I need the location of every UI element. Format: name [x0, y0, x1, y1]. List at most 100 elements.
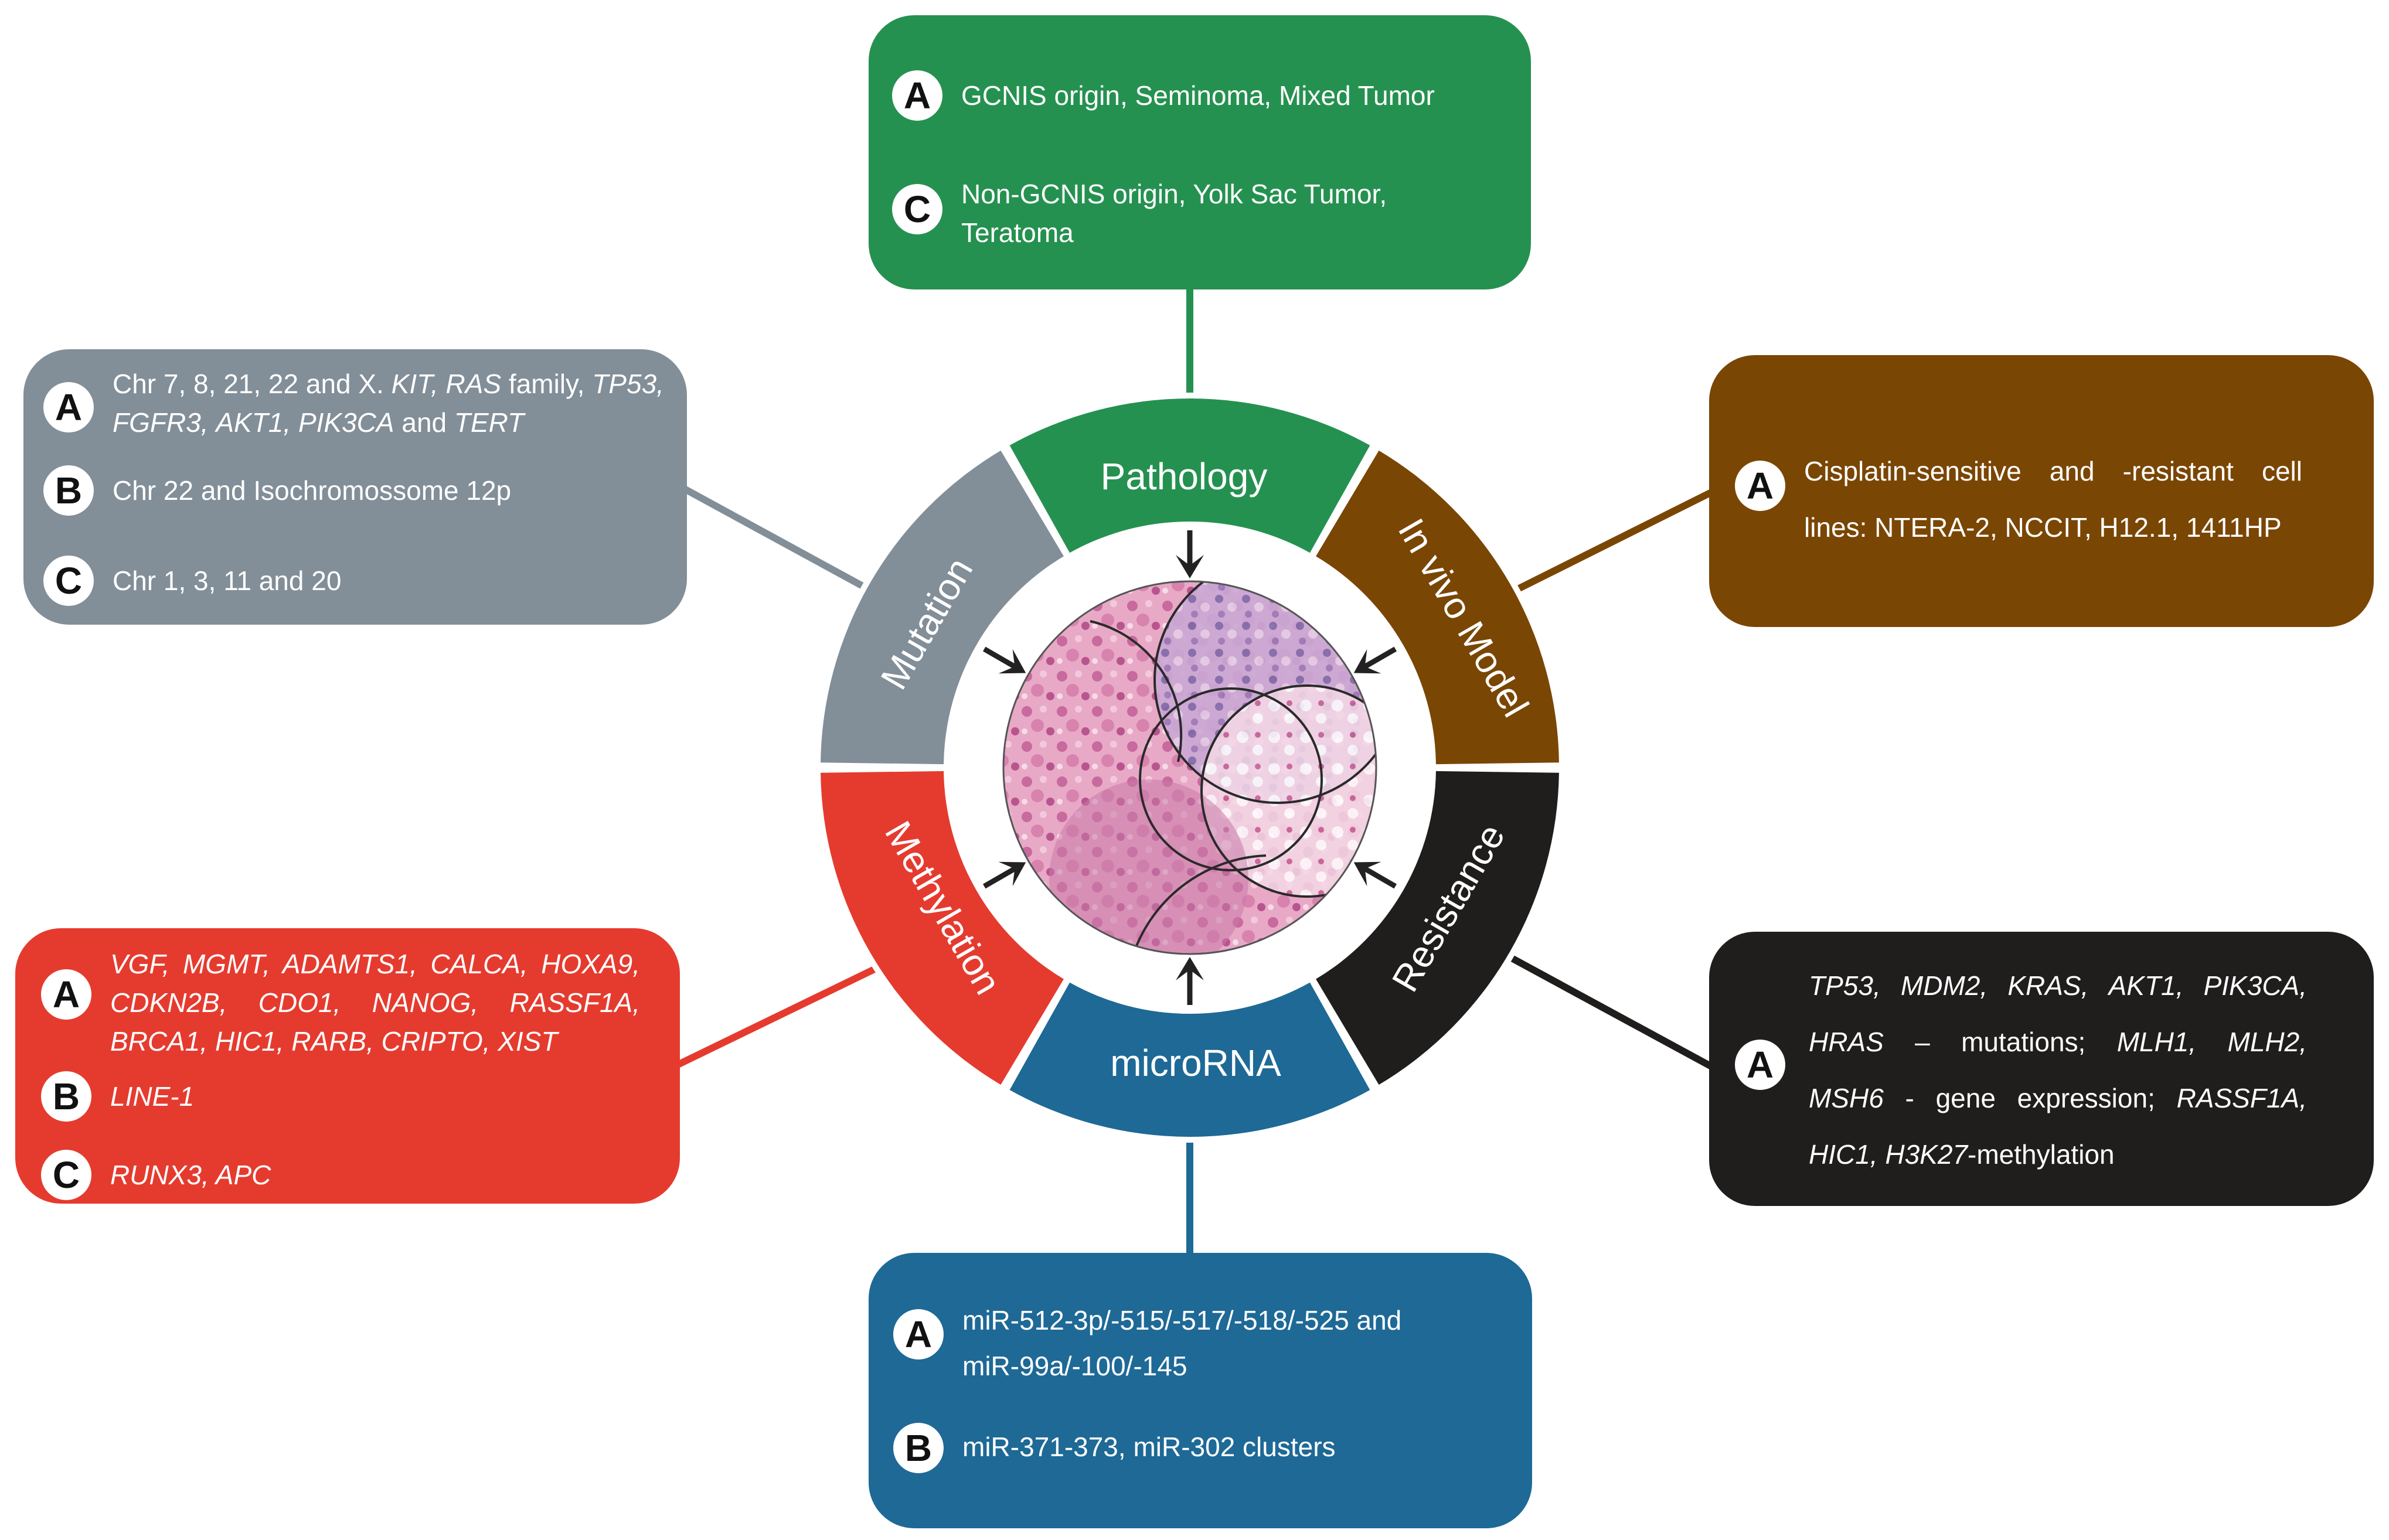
badge-c: C [892, 184, 942, 234]
connector-resistance [1505, 952, 1713, 1070]
segment-pathology [1009, 398, 1370, 553]
microrna-box: A miR-512-3p/-515/-517/-518/-525 and miR… [869, 1253, 1532, 1528]
pathology-item-a: A GCNIS origin, Seminoma, Mixed Tumor [892, 70, 1435, 121]
gene-mlh1: MLH1, [2116, 1027, 2197, 1057]
invivo-item-a-line1: Cisplatin-sensitive and -resistant cell [1804, 456, 2302, 486]
methylation-item-a-line3: BRCA1, HIC1, RARB, CRIPTO, XIST [110, 1026, 558, 1057]
badge-b: B [43, 465, 94, 516]
methylation-item-c: C RUNX3, APC [41, 1150, 271, 1200]
segment-mutation [821, 450, 1064, 765]
badge-a: A [41, 969, 91, 1020]
text-methylation: -methylation [1968, 1139, 2115, 1170]
badge-a: A [892, 70, 942, 121]
gene-fgfr3: FGFR3, [113, 407, 209, 438]
badge-a: A [1735, 461, 1785, 511]
resistance-line4: HIC1, H3K27-methylation [1809, 1126, 2307, 1183]
gene-tert: TERT [454, 407, 525, 438]
arrow-resistance-shaft [1358, 863, 1397, 889]
connector-methylation [672, 963, 881, 1070]
pathology-item-c: C Non-GCNIS origin, Yolk Sac Tumor, Tera… [892, 175, 1387, 252]
methylation-item-a-line1: VGF, MGMT, ADAMTS1, CALCA, HOXA9, [110, 949, 640, 979]
arrow-mutation-shaft [983, 646, 1022, 672]
methylation-item-a: A VGF, MGMT, ADAMTS1, CALCA, HOXA9, CDKN… [41, 945, 640, 1061]
gene-mdm2: MDM2, [1900, 970, 1988, 1001]
mutation-item-a-line2: FGFR3, AKT1, PIK3CA and TERT [113, 403, 664, 442]
resistance-line1: TP53, MDM2, KRAS, AKT1, PIK3CA, [1809, 958, 2307, 1014]
badge-a: A [1735, 1040, 1785, 1090]
pathology-item-c-text: Non-GCNIS origin, Yolk Sac Tumor, Terato… [961, 175, 1387, 252]
segment-label-pathology: Pathology [1101, 455, 1268, 498]
methylation-item-b: B LINE-1 [41, 1071, 194, 1122]
segment-resistance [1316, 771, 1559, 1085]
gene-pik3ca: PIK3CA [298, 407, 394, 438]
mutation-item-c-text: Chr 1, 3, 11 and 20 [113, 565, 342, 596]
resistance-line3: MSH6 - gene expression; RASSF1A, [1809, 1070, 2307, 1126]
methylation-item-a-line2: CDKN2B, CDO1, NANOG, RASSF1A, [110, 987, 640, 1018]
text-family: family, [508, 369, 585, 399]
gene-pik3ca: PIK3CA, [2203, 970, 2308, 1001]
resistance-box: A TP53, MDM2, KRAS, AKT1, PIK3CA, HRAS –… [1709, 932, 2374, 1206]
resistance-item-a-text: TP53, MDM2, KRAS, AKT1, PIK3CA, HRAS – m… [1809, 958, 2307, 1183]
segment-methylation [821, 771, 1064, 1085]
connector-mutation [678, 483, 875, 595]
segment-label-microrna: microRNA [1110, 1042, 1281, 1084]
mutation-item-a: A Chr 7, 8, 21, 22 and X. KIT, RAS famil… [43, 364, 664, 442]
arrow-mutation-head [998, 649, 1026, 674]
gene-kras: KRAS, [2007, 970, 2089, 1001]
badge-c: C [43, 556, 94, 606]
badge-b: B [893, 1423, 944, 1473]
arrow-pathology-head [1176, 555, 1204, 578]
gene-hras: HRAS [1809, 1027, 1884, 1057]
resistance-item-a: A TP53, MDM2, KRAS, AKT1, PIK3CA, HRAS –… [1735, 958, 2307, 1183]
segment-invivo [1316, 450, 1559, 765]
gene-hic1: HIC1, [1809, 1139, 1878, 1170]
text-chr-list: Chr 7, 8, 21, 22 and X. [113, 369, 384, 399]
methylation-item-a-text: VGF, MGMT, ADAMTS1, CALCA, HOXA9, CDKN2B… [110, 945, 640, 1061]
microrna-item-b: B miR-371-373, miR-302 clusters [893, 1423, 1336, 1473]
pathology-item-c-line2: Teratoma [961, 217, 1074, 248]
methylation-box: A VGF, MGMT, ADAMTS1, CALCA, HOXA9, CDKN… [15, 928, 680, 1204]
gene-akt1: AKT1, [2108, 970, 2184, 1001]
invivo-box: A Cisplatin-sensitive and -resistant cel… [1709, 355, 2374, 627]
mutation-item-c: C Chr 1, 3, 11 and 20 [43, 556, 341, 606]
pathology-box: A GCNIS origin, Seminoma, Mixed Tumor C … [869, 15, 1531, 289]
badge-b: B [41, 1071, 91, 1122]
mutation-item-a-line1: Chr 7, 8, 21, 22 and X. KIT, RAS family,… [113, 364, 664, 403]
pathology-item-a-text: GCNIS origin, Seminoma, Mixed Tumor [961, 80, 1435, 111]
microrna-item-a-text: miR-512-3p/-515/-517/-518/-525 and miR-9… [962, 1297, 1401, 1389]
gene-akt1: AKT1, [216, 407, 291, 438]
arrow-invivo-shaft [1358, 646, 1397, 672]
gene-rassf1a: RASSF1A, [2176, 1083, 2307, 1113]
microrna-item-a-line1: miR-512-3p/-515/-517/-518/-525 and [962, 1305, 1402, 1335]
badge-a: A [893, 1309, 944, 1360]
invivo-item-a-text: Cisplatin-sensitive and -resistant cell … [1804, 443, 2302, 556]
gene-msh6: MSH6 [1809, 1083, 1884, 1113]
gene-tp53: TP53, [1809, 970, 1881, 1001]
microrna-item-b-text: miR-371-373, miR-302 clusters [962, 1432, 1336, 1462]
arrow-resistance-head [1353, 861, 1381, 887]
gene-mlh2: MLH2, [2227, 1027, 2308, 1057]
arrow-microrna-head [1176, 957, 1204, 980]
mutation-item-a-text: Chr 7, 8, 21, 22 and X. KIT, RAS family,… [113, 364, 664, 442]
badge-a: A [43, 382, 94, 432]
arrow-methylation-head [998, 861, 1026, 887]
methylation-item-b-text: LINE-1 [110, 1081, 195, 1112]
text-gene-expression: - gene expression; [1905, 1083, 2155, 1113]
segment-microrna [1009, 982, 1370, 1137]
mutation-box: A Chr 7, 8, 21, 22 and X. KIT, RAS famil… [23, 349, 687, 625]
arrow-invivo-head [1353, 649, 1381, 674]
gene-kit: KIT, [391, 369, 438, 399]
badge-c: C [41, 1150, 91, 1200]
mutation-item-b: B Chr 22 and Isochromossome 12p [43, 465, 511, 516]
arrow-methylation-shaft [983, 863, 1022, 889]
text-mutations: – mutations; [1915, 1027, 2086, 1057]
gene-ras: RAS [445, 369, 502, 399]
resistance-line2: HRAS – mutations; MLH1, MLH2, [1809, 1014, 2307, 1070]
invivo-item-a: A Cisplatin-sensitive and -resistant cel… [1735, 443, 2302, 556]
connector-invivo [1510, 489, 1713, 595]
pathology-item-c-line1: Non-GCNIS origin, Yolk Sac Tumor, [961, 179, 1387, 209]
invivo-item-a-line2: lines: NTERA-2, NCCIT, H12.1, 1411HP [1804, 512, 2282, 543]
methylation-item-c-text: RUNX3, APC [110, 1160, 271, 1190]
gene-tp53: TP53, [592, 369, 664, 399]
